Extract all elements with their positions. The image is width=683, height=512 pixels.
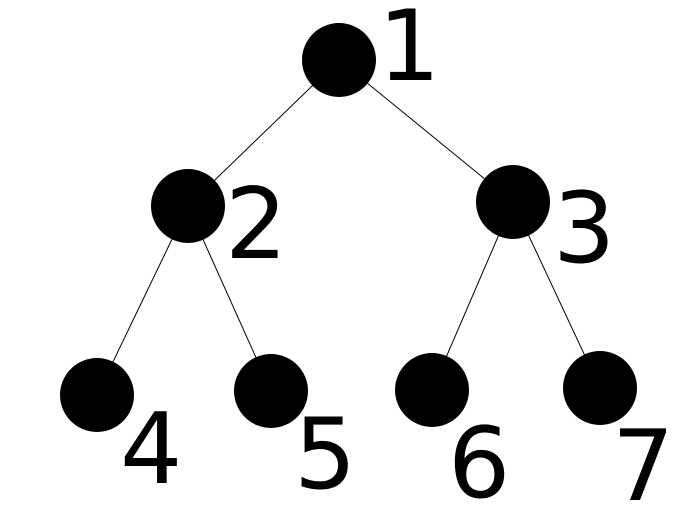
tree-node-6 — [395, 353, 469, 427]
tree-node-7 — [563, 351, 637, 425]
node-label-5: 5 — [294, 398, 356, 512]
tree-node-4 — [60, 358, 134, 432]
tree-node-1 — [302, 23, 376, 97]
tree-node-2 — [151, 169, 225, 243]
node-label-2: 2 — [225, 168, 287, 282]
node-label-4: 4 — [120, 393, 182, 507]
tree-nodes — [60, 23, 637, 432]
edge-n1-n3 — [338, 59, 514, 203]
tree-node-5 — [234, 354, 308, 428]
node-label-7: 7 — [612, 410, 674, 512]
tree-node-3 — [476, 165, 550, 239]
node-label-3: 3 — [553, 172, 615, 286]
node-label-6: 6 — [448, 407, 510, 512]
node-label-1: 1 — [378, 0, 440, 104]
